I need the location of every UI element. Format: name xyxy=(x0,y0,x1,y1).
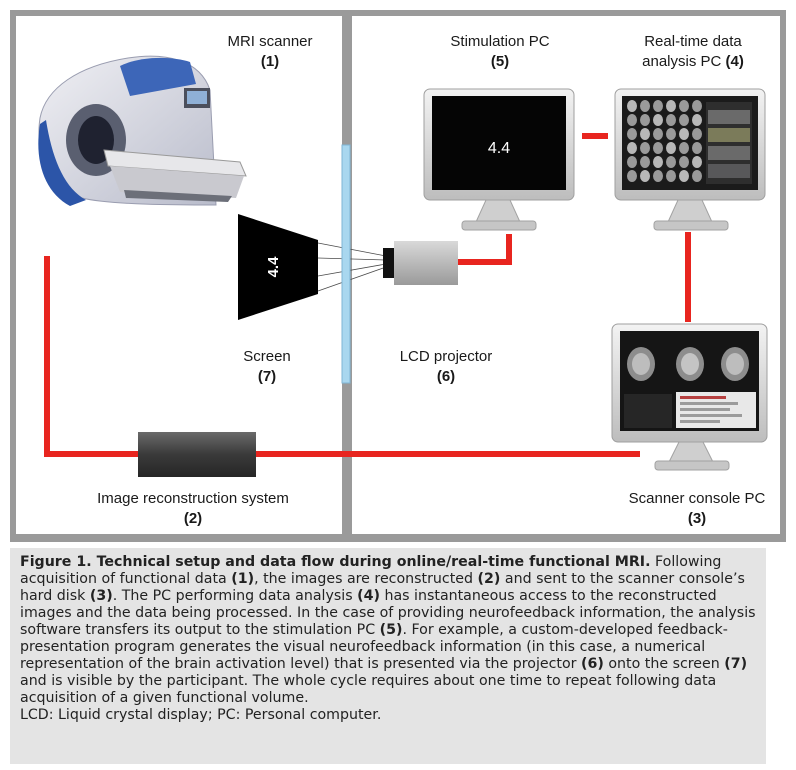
brain-slice xyxy=(692,128,702,140)
screen-name: Screen xyxy=(243,348,291,365)
label-analysis-pc: Real-time data analysis PC (4) xyxy=(618,32,768,72)
rt-number: (4) xyxy=(725,53,744,70)
caption-title: Figure 1. Technical setup and data flow … xyxy=(20,554,651,570)
brain-slice xyxy=(627,156,637,168)
rt-line2: analysis PC xyxy=(642,53,722,70)
label-mri-scanner: MRI scanner (1) xyxy=(212,32,328,72)
caption-ref: (4) xyxy=(357,588,380,604)
brain-slice xyxy=(627,128,637,140)
screen-number: (7) xyxy=(257,368,277,385)
brain-slice xyxy=(679,114,689,126)
caption-text: , the images are reconstructed xyxy=(254,571,478,587)
connection-mri-to-console xyxy=(44,256,640,457)
mri-scanner-image xyxy=(38,55,247,206)
console-monitor xyxy=(611,323,768,471)
projection-rays xyxy=(317,242,387,292)
analysis-monitor xyxy=(614,88,766,231)
brain-slice xyxy=(640,142,650,154)
console-number: (3) xyxy=(687,510,707,527)
brain-slice xyxy=(679,128,689,140)
caption-text: and is visible by the participant. The w… xyxy=(20,673,717,706)
connection-lines xyxy=(44,133,691,457)
brain-slice xyxy=(640,114,650,126)
label-scanner-console: Scanner console PC (3) xyxy=(614,489,780,529)
projection-screen xyxy=(238,214,318,320)
recon-number: (2) xyxy=(183,510,203,527)
brain-slice xyxy=(653,142,663,154)
caption-text: onto the screen xyxy=(603,656,725,672)
brain-slice xyxy=(679,156,689,168)
brain-slice xyxy=(679,100,689,112)
diagram: 4.4 4.4 xyxy=(38,55,768,477)
brain-slice xyxy=(653,170,663,182)
reconstruction-box xyxy=(138,432,256,477)
brain-slice xyxy=(666,170,676,182)
brain-slice xyxy=(692,114,702,126)
caption-text: . The PC performing data analysis xyxy=(112,588,358,604)
brain-slice xyxy=(666,156,676,168)
brain-slice-grid xyxy=(627,100,702,182)
caption-abbreviations: LCD: Liquid crystal display; PC: Persona… xyxy=(20,707,382,723)
brain-slice xyxy=(627,100,637,112)
caption-text: has instantaneous access to the reconstr… xyxy=(20,588,756,638)
screen-value-text: 4.4 xyxy=(265,256,282,278)
stim-name: Stimulation PC xyxy=(450,33,550,50)
connection-stim-to-projector xyxy=(458,234,512,265)
brain-slice xyxy=(692,156,702,168)
caption-text: and sent to the scanner console’s hard d… xyxy=(20,571,745,604)
caption-text: . For example, a custom-developed feedba… xyxy=(20,622,728,672)
brain-slice xyxy=(666,128,676,140)
label-screen: Screen (7) xyxy=(222,347,312,387)
figure-caption: Figure 1. Technical setup and data flow … xyxy=(10,548,766,764)
brain-slice xyxy=(627,114,637,126)
brain-slice xyxy=(679,142,689,154)
console-name: Scanner console PC xyxy=(628,490,766,507)
brain-slice xyxy=(640,170,650,182)
caption-ref: (6) xyxy=(581,656,604,672)
monitor-value-text: 4.4 xyxy=(488,140,510,157)
screen-divider xyxy=(341,144,351,384)
recon-name: Image reconstruction system xyxy=(97,490,289,507)
brain-slice xyxy=(627,142,637,154)
brain-slice xyxy=(653,114,663,126)
brain-slice xyxy=(666,142,676,154)
label-reconstruction: Image reconstruction system (2) xyxy=(80,489,306,529)
stimulation-monitor xyxy=(423,88,575,231)
caption-ref: (7) xyxy=(724,656,748,672)
brain-slice xyxy=(679,170,689,182)
brain-slice xyxy=(666,114,676,126)
brain-slice xyxy=(640,100,650,112)
brain-slice xyxy=(692,142,702,154)
caption-text: Following acquisition of functional data xyxy=(20,554,722,587)
brain-slice xyxy=(640,128,650,140)
brain-slice xyxy=(627,170,637,182)
mri-number: (1) xyxy=(260,53,280,70)
brain-slice xyxy=(653,156,663,168)
caption-ref: (5) xyxy=(379,622,403,638)
mri-name: MRI scanner xyxy=(227,33,313,50)
brain-slice xyxy=(653,100,663,112)
caption-ref: (3) xyxy=(89,588,113,604)
brain-slice xyxy=(666,100,676,112)
brain-slice xyxy=(640,156,650,168)
lcd-projector xyxy=(383,241,458,285)
caption-body: Figure 1. Technical setup and data flow … xyxy=(20,554,756,707)
label-lcd-projector: LCD projector (6) xyxy=(388,347,504,387)
label-stimulation-pc: Stimulation PC (5) xyxy=(438,32,562,72)
lcd-name: LCD projector xyxy=(399,348,493,365)
lcd-number: (6) xyxy=(436,368,456,385)
stim-number: (5) xyxy=(490,53,510,70)
rt-line1: Real-time data xyxy=(644,33,742,50)
caption-ref: (2) xyxy=(477,571,501,587)
brain-slice xyxy=(692,100,702,112)
brain-slice xyxy=(653,128,663,140)
brain-slice xyxy=(692,170,702,182)
caption-ref: (1) xyxy=(231,571,255,587)
